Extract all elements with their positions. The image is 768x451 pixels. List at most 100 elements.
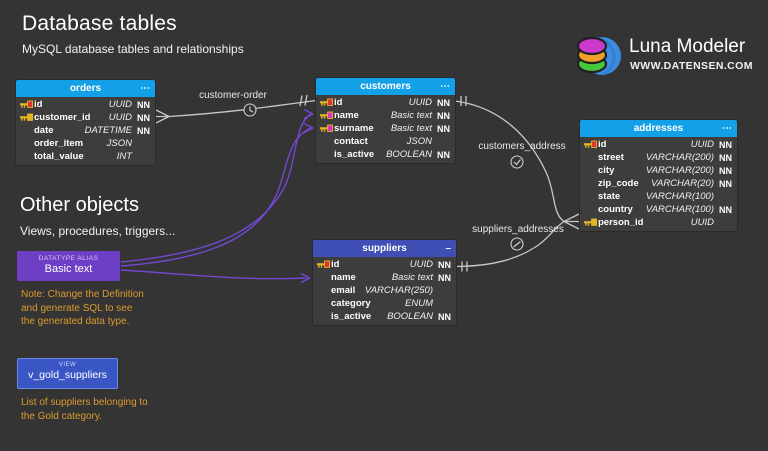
table-suppliers[interactable]: suppliers – id UUID NN name Basic text N…	[313, 240, 456, 325]
not-null-flag: NN	[437, 123, 450, 134]
column-row[interactable]: id UUID NN	[316, 96, 455, 109]
not-null-flag: NN	[719, 165, 732, 176]
relationship-label-suppliers-addresses: suppliers_addresses	[472, 224, 564, 235]
column-name: name	[331, 272, 356, 283]
alias-link-suppliers-name[interactable]	[120, 269, 308, 280]
relationship-line[interactable]	[454, 100, 565, 223]
table-orders[interactable]: orders ⋯ id UUID NN customer_id UUID NN …	[16, 80, 155, 165]
not-null-flag: NN	[137, 125, 150, 136]
column-type: UUID	[108, 112, 132, 123]
table-header[interactable]: addresses ⋯	[580, 120, 737, 137]
column-row[interactable]: email VARCHAR(250)	[313, 284, 456, 297]
column-row[interactable]: total_value INT	[16, 150, 155, 163]
key-spacer	[317, 299, 331, 308]
relationship-line[interactable]	[455, 220, 565, 268]
object-name: v_gold_suppliers	[28, 369, 107, 381]
key-spacer	[20, 126, 34, 135]
column-type: Basic text	[390, 123, 432, 134]
column-type: BOOLEAN	[387, 311, 433, 322]
primary-key-icon	[20, 100, 34, 109]
other-objects-title: Other objects	[20, 194, 139, 216]
one-marker	[460, 96, 467, 106]
column-name: id	[598, 139, 607, 150]
column-row[interactable]: is_active BOOLEAN NN	[313, 310, 456, 323]
column-type: Basic text	[390, 110, 432, 121]
alias-link-customers-name[interactable]	[120, 113, 312, 263]
column-row[interactable]: state VARCHAR(100)	[580, 190, 737, 203]
crow-foot-many-marker	[563, 213, 580, 230]
column-name: customer_id	[34, 112, 91, 123]
column-type: UUID	[690, 217, 714, 228]
brand-name: Luna Modeler	[629, 36, 746, 57]
table-menu-icon[interactable]: ⋯	[140, 83, 150, 94]
key-spacer	[584, 192, 598, 201]
not-null-flag: NN	[437, 97, 450, 108]
column-row[interactable]: id UUID NN	[580, 138, 737, 151]
column-name: surname	[334, 123, 374, 134]
one-marker	[299, 94, 308, 107]
table-title: suppliers	[362, 243, 407, 254]
alias-link-customers-surname[interactable]	[120, 127, 312, 267]
column-type: VARCHAR(100)	[645, 204, 714, 215]
table-body: id UUID NN name Basic text NN email VARC…	[313, 257, 456, 325]
not-null-flag: NN	[137, 99, 150, 110]
table-menu-icon[interactable]: –	[445, 243, 451, 254]
column-name: state	[598, 191, 621, 202]
column-type: Basic text	[391, 272, 433, 283]
column-name: date	[34, 125, 54, 136]
view-object[interactable]: VIEW v_gold_suppliers	[17, 358, 118, 389]
relationship-line[interactable]	[168, 99, 317, 118]
datatype-alias-links[interactable]	[120, 108, 314, 284]
column-row[interactable]: country VARCHAR(100) NN	[580, 203, 737, 216]
primary-key-icon	[584, 140, 598, 149]
page-subtitle: MySQL database tables and relationships	[22, 42, 244, 56]
table-header[interactable]: customers ⋯	[316, 78, 455, 95]
column-name: id	[334, 97, 343, 108]
table-header[interactable]: orders ⋯	[16, 80, 155, 97]
not-null-flag: NN	[719, 178, 732, 189]
column-type: ENUM	[405, 298, 433, 309]
column-name: name	[334, 110, 359, 121]
table-body: id UUID NN name Basic text NN surname Ba…	[316, 95, 455, 163]
column-row[interactable]: customer_id UUID NN	[16, 111, 155, 124]
alternate-key-icon	[320, 124, 334, 133]
column-name: order_item	[34, 138, 84, 149]
column-row[interactable]: street VARCHAR(200) NN	[580, 151, 737, 164]
table-addresses[interactable]: addresses ⋯ id UUID NN street VARCHAR(20…	[580, 120, 737, 231]
table-menu-icon[interactable]: ⋯	[440, 81, 450, 92]
column-row[interactable]: name Basic text NN	[313, 271, 456, 284]
object-kind-label: DATATYPE ALIAS	[38, 255, 99, 262]
column-name: person_id	[598, 217, 644, 228]
column-name: contact	[334, 136, 368, 147]
column-row[interactable]: id UUID NN	[313, 258, 456, 271]
column-type: VARCHAR(200)	[645, 152, 714, 163]
column-row[interactable]: name Basic text NN	[316, 109, 455, 122]
datatype-alias-object[interactable]: DATATYPE ALIAS Basic text	[17, 251, 120, 281]
column-type: VARCHAR(250)	[364, 285, 433, 296]
column-row[interactable]: category ENUM	[313, 297, 456, 310]
not-null-flag: NN	[438, 311, 451, 322]
table-menu-icon[interactable]: ⋯	[722, 123, 732, 134]
column-row[interactable]: date DATETIME NN	[16, 124, 155, 137]
slash-icon	[510, 237, 524, 251]
column-row[interactable]: zip_code VARCHAR(20) NN	[580, 177, 737, 190]
column-row[interactable]: person_id UUID	[580, 216, 737, 229]
relationship-suppliers-addresses[interactable]	[455, 220, 565, 272]
not-null-flag: NN	[137, 112, 150, 123]
column-row[interactable]: id UUID NN	[16, 98, 155, 111]
table-header[interactable]: suppliers –	[313, 240, 456, 257]
column-name: is_active	[334, 149, 375, 160]
column-row[interactable]: contact JSON	[316, 135, 455, 148]
relationship-customers-address[interactable]	[454, 96, 565, 223]
column-row[interactable]: surname Basic text NN	[316, 122, 455, 135]
table-customers[interactable]: customers ⋯ id UUID NN name Basic text N…	[316, 78, 455, 163]
relationship-label-customer-order: customer-order	[199, 90, 267, 101]
column-row[interactable]: order_item JSON	[16, 137, 155, 150]
column-type: JSON	[106, 138, 132, 149]
column-row[interactable]: is_active BOOLEAN NN	[316, 148, 455, 161]
column-type: UUID	[690, 139, 714, 150]
column-type: VARCHAR(20)	[651, 178, 714, 189]
key-spacer	[317, 286, 331, 295]
key-spacer	[20, 152, 34, 161]
column-row[interactable]: city VARCHAR(200) NN	[580, 164, 737, 177]
